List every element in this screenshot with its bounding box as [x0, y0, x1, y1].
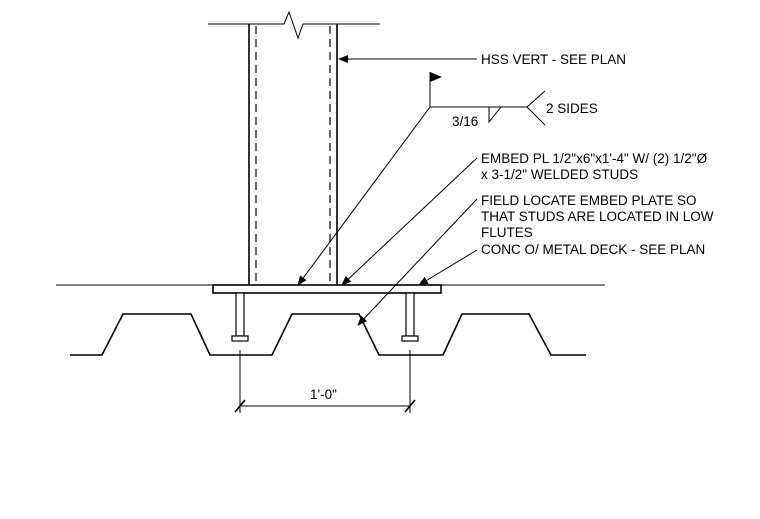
embed-note-line2: x 3-1/2" WELDED STUDS [481, 167, 638, 182]
weld-sides-text: 2 SIDES [546, 101, 598, 116]
embed-note-line1: EMBED PL 1/2"x6"x1'-4" W/ (2) 1/2"Ø [481, 151, 708, 166]
leader-field [357, 198, 478, 326]
fillet-weld-triangle [488, 106, 502, 124]
embed-plate [212, 284, 442, 294]
weld-size-text: 3/16 [452, 114, 478, 129]
field-note-line1: FIELD LOCATE EMBED PLATE SO [481, 193, 697, 208]
stud-spacing-dimension: 1'-0" [234, 350, 416, 413]
conc-note: CONC O/ METAL DECK - SEE PLAN [481, 242, 705, 257]
dimension-text: 1'-0" [310, 387, 337, 402]
weld-symbol: 3/16 2 SIDES [429, 72, 598, 129]
field-note-line2: THAT STUDS ARE LOCATED IN LOW [481, 209, 714, 224]
hss-column [208, 10, 380, 285]
leader-embed [341, 157, 478, 286]
headed-stud-left [231, 292, 249, 342]
leader-conc [418, 249, 478, 286]
leader-weld [297, 106, 431, 286]
headed-stud-right [401, 292, 419, 342]
column-break-line [208, 10, 380, 40]
field-note-line3: FLUTES [481, 225, 533, 240]
field-weld-flag [430, 72, 442, 82]
metal-deck-profile [70, 313, 586, 356]
hss-note: HSS VERT - SEE PLAN [481, 52, 626, 67]
